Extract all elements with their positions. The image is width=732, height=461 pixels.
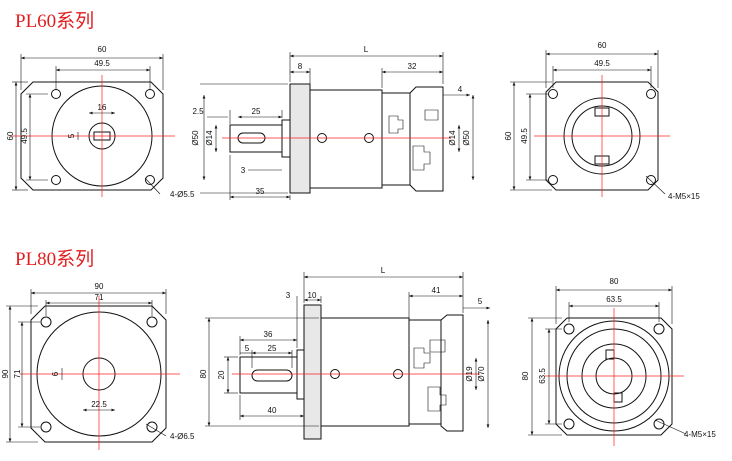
pl60-front-view: 60 49.5 60 49.5 16 5 4-Ø5.5 xyxy=(6,45,195,199)
pl60-rear-inner-h-label: 49.5 xyxy=(520,128,529,144)
pl80-side-total-label: 40 xyxy=(268,406,277,415)
pl60-side-length-label: L xyxy=(364,45,369,54)
pl80-series-title: PL80系列 xyxy=(15,249,95,270)
pl80-rear-inner-label: 63.5 xyxy=(606,295,622,304)
pl60-front-key-label: 5 xyxy=(67,133,76,138)
pl80-front-height-label: 90 xyxy=(1,369,10,378)
pl80-side-height-label: 80 xyxy=(199,369,208,378)
pl60-rear-holes-label: 4-M5×15 xyxy=(668,192,700,201)
pl80-rear-width-label: 80 xyxy=(610,277,619,286)
pl60-rear-inner-label: 49.5 xyxy=(594,59,610,68)
pl80-side-step-label: 3 xyxy=(286,291,291,300)
pl80-front-holes-label: 4-Ø6.5 xyxy=(170,432,195,441)
pl60-side-d1-label: Ø50 xyxy=(191,130,200,146)
pl60-side-total-label: 35 xyxy=(256,187,265,196)
pl80-rear-inner-h-label: 63.5 xyxy=(538,368,547,384)
pl80-side-view: L 3 10 41 5 36 5 25 80 20 40 Ø19 Ø70 xyxy=(199,266,490,440)
pl80-side-key-off-label: 5 xyxy=(245,344,250,353)
pl60-side-shaft-len-label: 25 xyxy=(252,107,261,116)
pl60-side-step-label: 2.5 xyxy=(192,107,204,116)
pl60-side-flange-label: 8 xyxy=(298,62,303,71)
pl80-rear-height-label: 80 xyxy=(521,371,530,380)
pl80-side-d1-label: Ø19 xyxy=(465,366,474,382)
pl60-side-d3-label: Ø14 xyxy=(448,130,457,146)
pl60-side-d2-label: Ø14 xyxy=(205,130,214,146)
pl60-series-title: PL60系列 xyxy=(15,11,95,32)
pl80-rear-view: 80 63.5 80 63.5 4-M5×15 xyxy=(521,277,716,446)
pl60-side-shoulder-label: 3 xyxy=(241,166,246,175)
pl60-rear-view: 60 49.5 60 49.5 4-M5×15 xyxy=(504,41,700,201)
pl80-front-view: 90 71 90 71 6 22.5 4-Ø6.5 xyxy=(1,282,195,450)
pl80-rear-holes-label: 4-M5×15 xyxy=(684,430,716,439)
pl60-side-face-label: 4 xyxy=(458,85,463,94)
pl60-side-view: L 8 32 2.5 25 Ø50 Ø14 3 35 4 Ø14 Ø50 xyxy=(191,45,475,200)
pl80-side-face-label: 5 xyxy=(478,297,483,306)
pl60-front-holes-label: 4-Ø5.5 xyxy=(170,190,195,199)
pl80-front-key-label: 6 xyxy=(51,371,60,376)
pl60-rear-width-label: 60 xyxy=(598,41,607,50)
pl60-front-height-label: 60 xyxy=(6,131,15,140)
pl60-front-bore-label: 16 xyxy=(98,103,107,112)
pl60-rear-height-label: 60 xyxy=(504,131,513,140)
pl80-front-width-label: 90 xyxy=(95,282,104,291)
pl80-front-inner-h-label: 71 xyxy=(13,369,22,378)
pl80-front-inner-label: 71 xyxy=(95,293,104,302)
pl60-side-tail-label: 32 xyxy=(408,62,417,71)
pl80-side-tail-label: 41 xyxy=(432,286,441,295)
pl80-side-d2-label: Ø70 xyxy=(477,366,486,382)
pl80-side-shaft-d-label: 20 xyxy=(217,370,226,379)
pl80-front-bore-label: 22.5 xyxy=(91,400,107,409)
pl60-front-width-label: 60 xyxy=(98,45,107,54)
pl80-side-key-len-label: 25 xyxy=(268,344,277,353)
pl60-front-inner-label: 49.5 xyxy=(94,59,110,68)
pl80-side-flange-label: 10 xyxy=(308,291,317,300)
pl80-side-length-label: L xyxy=(381,266,386,275)
pl80-side-shaft-len-label: 36 xyxy=(264,330,273,339)
pl60-front-inner-h-label: 49.5 xyxy=(20,128,29,144)
pl60-side-d4-label: Ø50 xyxy=(462,130,471,146)
